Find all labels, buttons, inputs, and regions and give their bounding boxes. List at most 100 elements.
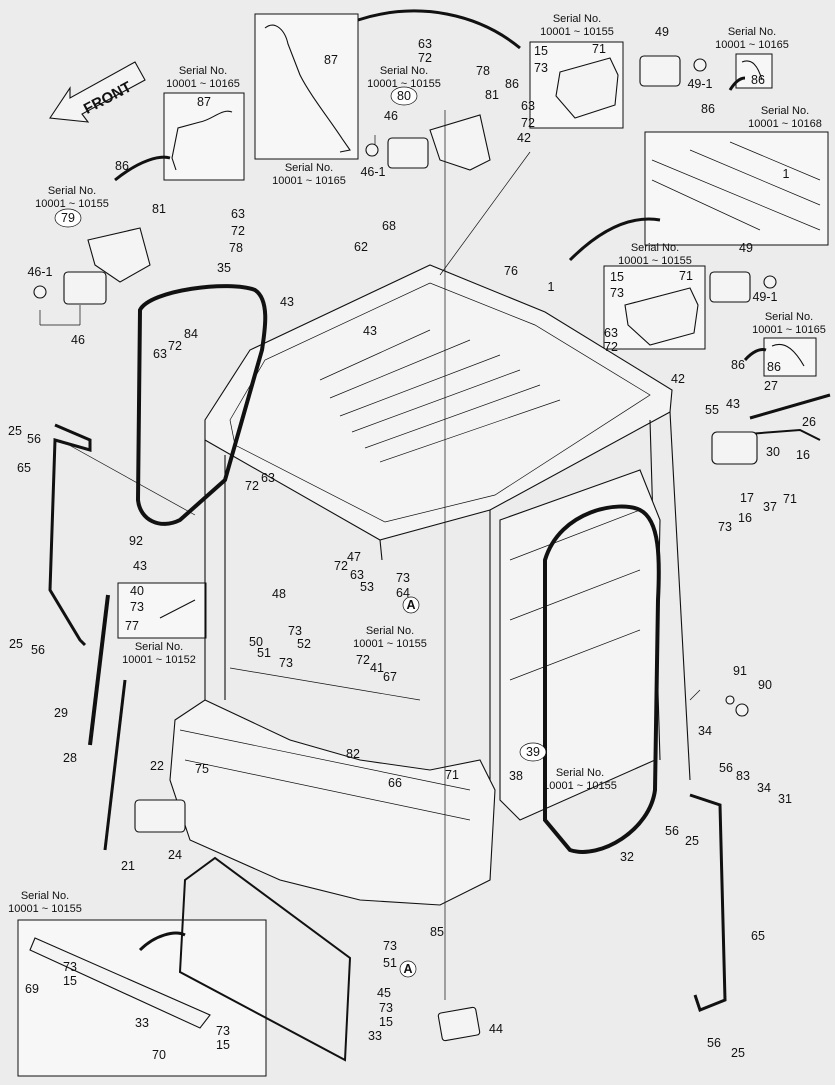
part-number: 73 [610, 286, 624, 300]
part-number: 62 [354, 240, 368, 254]
serial-label-title: Serial No. [179, 65, 227, 77]
serial-label-title: Serial No. [21, 890, 69, 902]
serial-label: Serial No.10001 ~ 10155 [353, 625, 427, 650]
part-number: 46-1 [27, 265, 52, 279]
sunshade-33 [178, 856, 352, 1062]
part-number: 34 [757, 781, 771, 795]
wiper-motor-30 [711, 431, 758, 465]
part-number: 63 [350, 568, 364, 582]
inset-1-roof [644, 131, 829, 246]
serial-label-range: 10001 ~ 10155 [353, 638, 427, 650]
circled-reference-ring [519, 742, 547, 762]
part-number: 73 [63, 960, 77, 974]
serial-label: Serial No.10001 ~ 10155 [618, 242, 692, 267]
serial-label-range: 10001 ~ 10168 [748, 118, 822, 130]
part-number: 27 [764, 379, 778, 393]
part-number: 76 [504, 264, 518, 278]
part-number: 72 [231, 224, 245, 238]
part-number: 72 [521, 116, 535, 130]
part-number: 73 [216, 1024, 230, 1038]
serial-label: Serial No.10001 ~ 10155 [35, 185, 109, 210]
part-number: 51 [383, 956, 397, 970]
part-number: 41 [370, 661, 384, 675]
serial-label-range: 10001 ~ 10155 [540, 26, 614, 38]
part-number: 78 [229, 241, 243, 255]
serial-label-title: Serial No. [135, 641, 183, 653]
serial-label: Serial No.10001 ~ 10155 [367, 65, 441, 90]
circled-reference-number: 80 [397, 89, 411, 103]
part-number: 40 [130, 584, 144, 598]
bulb-49-1-upper [693, 58, 707, 72]
part-number: 63 [521, 99, 535, 113]
part-number: 86 [731, 358, 745, 372]
part-number: 73 [718, 520, 732, 534]
part-number: 73 [379, 1001, 393, 1015]
cab-frame [169, 264, 691, 906]
knob-90 [735, 703, 749, 717]
knob-91 [725, 695, 735, 705]
part-number: 73 [383, 939, 397, 953]
serial-label-title: Serial No. [728, 26, 776, 38]
part-number: 84 [184, 327, 198, 341]
door-seal-32 [543, 504, 661, 854]
circled-reference-number: 39 [526, 745, 540, 759]
part-number: 43 [280, 295, 294, 309]
part-number: 71 [679, 269, 693, 283]
part-number: 56 [719, 761, 733, 775]
part-number: 71 [592, 42, 606, 56]
part-number: 73 [534, 61, 548, 75]
part-number: 87 [324, 53, 338, 67]
part-number: 43 [726, 397, 740, 411]
part-number: 37 [763, 500, 777, 514]
serial-label-title: Serial No. [556, 767, 604, 779]
part-number: 77 [125, 619, 139, 633]
part-number: 73 [396, 571, 410, 585]
bulb-49-1-right [763, 275, 777, 289]
part-number: 44 [489, 1022, 503, 1036]
part-number: 1 [783, 167, 790, 181]
pointer-swooshes [114, 9, 767, 952]
part-number: 56 [31, 643, 45, 657]
part-number: 78 [476, 64, 490, 78]
serial-label-range: 10001 ~ 10165 [752, 324, 826, 336]
serial-label-range: 10001 ~ 10155 [8, 903, 82, 915]
part-number: 26 [802, 415, 816, 429]
part-number: 33 [135, 1016, 149, 1030]
part-number: 83 [736, 769, 750, 783]
part-number: 43 [363, 324, 377, 338]
part-number: 66 [388, 776, 402, 790]
part-number: 24 [168, 848, 182, 862]
part-number: 25 [731, 1046, 745, 1060]
part-number: 86 [701, 102, 715, 116]
wiper-motor-24 [134, 799, 186, 833]
serial-label-range: 10001 ~ 10165 [166, 78, 240, 90]
serial-label-title: Serial No. [380, 65, 428, 77]
part-number: 72 [604, 340, 618, 354]
serial-label-title: Serial No. [765, 311, 813, 323]
part-number: 56 [27, 432, 41, 446]
part-number: 81 [152, 202, 166, 216]
part-number: 71 [783, 492, 797, 506]
serial-label: Serial No.10001 ~ 10155 [543, 767, 617, 792]
lamp-46-left [63, 271, 107, 305]
part-number: 25 [685, 834, 699, 848]
part-number: 92 [129, 534, 143, 548]
wiper-arm-26 [734, 428, 821, 441]
mirror-44 [437, 1006, 481, 1042]
inset-boxes [17, 13, 829, 1077]
inset-77 [117, 582, 207, 639]
front-wiper-29 [88, 594, 110, 746]
part-number: 72 [418, 51, 432, 65]
section-marker-letter: A [406, 598, 415, 612]
part-number: 49-1 [687, 77, 712, 91]
part-number: 25 [9, 637, 23, 651]
serial-label-range: 10001 ~ 10155 [35, 198, 109, 210]
serial-label: Serial No.10001 ~ 10155 [540, 13, 614, 38]
part-number: 49-1 [752, 290, 777, 304]
part-number: 68 [382, 219, 396, 233]
part-number: 21 [121, 859, 135, 873]
part-number: 32 [620, 850, 634, 864]
part-number: 15 [534, 44, 548, 58]
part-number: 46 [71, 333, 85, 347]
